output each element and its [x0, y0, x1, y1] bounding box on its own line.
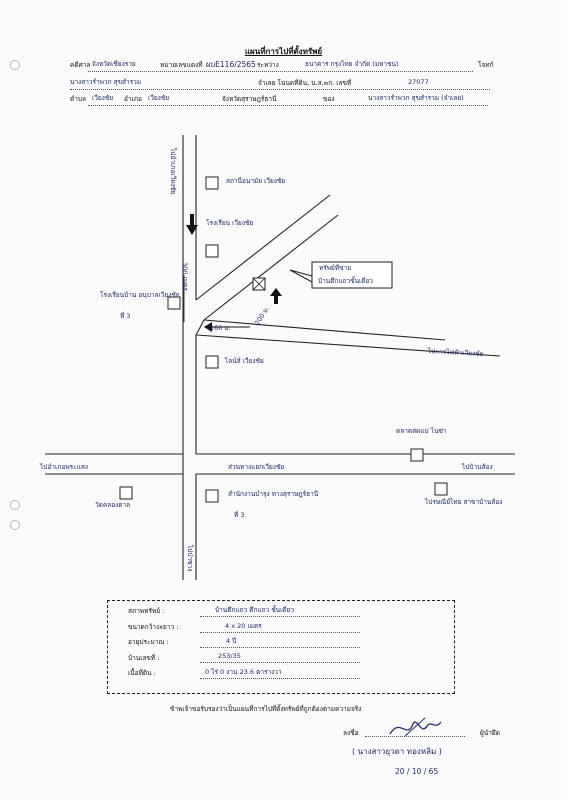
road-vertical-label: ไปอำเภอเวียงชัย — [169, 148, 177, 195]
size-value: 4 x 20 เมตร — [225, 622, 262, 630]
owner2-label: ของ — [323, 95, 335, 103]
case-court: จังหวัดเชียงราย — [92, 60, 136, 68]
area-label: เนื้อที่ดิน : — [128, 669, 156, 677]
landmark-1: สถานีอนามัย เวียงชัย — [226, 177, 286, 185]
signer-name: ( นางสาวยุวดา ทองหลิม ) — [352, 747, 442, 756]
landmark-8: ไปรษณีย์ไทย สาขาบ้านส้อง — [425, 498, 503, 506]
down-arrow-icon — [186, 225, 198, 235]
landmark-4: ไลน์ส์ เวียงชัย — [225, 357, 264, 365]
road-right2-label: ไปบ้านส้อง — [462, 463, 493, 471]
road-vertical-bottom-label: ไปป่าซาง — [186, 545, 194, 572]
punch-hole — [10, 520, 20, 530]
sign-label: ลงชื่อ — [343, 729, 359, 737]
certify-text: ข้าพเจ้าขอรับรองว่าเป็นแผนที่การไปที่ตั้… — [170, 705, 362, 713]
size-label: ขนาดกว้างxยาว : — [128, 623, 179, 631]
up-arrow-icon — [270, 288, 282, 296]
property-callout — [311, 261, 393, 289]
punch-hole — [10, 60, 20, 70]
left-arrow-icon — [204, 322, 212, 332]
tambon: เวียงชัย — [92, 94, 114, 102]
landmark-5: ตลาดสดแม่ ไนซ่า — [396, 427, 447, 435]
case-no: ผบE116/2565 — [206, 60, 256, 69]
landmark-7: สำนักงานบำรุง ทางสุราษฎร์ธานี — [228, 490, 319, 498]
area-value: 0 ไร่ 0 งาน 23.6 ตารางวา — [205, 668, 282, 676]
landmark-6: วัดคลองตาล — [95, 501, 131, 509]
plaintiff-role: โจทก์ — [478, 61, 494, 69]
owner-label: จำเลย โฉนดที่ดิน, น.ส.๓ก. เลขที่ — [258, 79, 352, 87]
amphoe: เวียงชัย — [148, 94, 170, 102]
sign-role: ผู้นำยึด — [480, 729, 500, 737]
sign-date: 20 / 10 / 65 — [395, 767, 439, 776]
property-label: ทรัพย์ที่ขาย — [319, 264, 352, 272]
landmark-3: โรงเรียนบ้าน อนุบาลเวียงชัย — [100, 291, 180, 299]
document-title: แผนที่การไปที่ตั้งทรัพย์ — [244, 47, 323, 56]
defendant: นางสาวรำพวก สุขสำรวม — [70, 78, 142, 86]
owner2: นางสาวรำพวก สุขสำรวม (จำเลย) — [368, 94, 464, 102]
case-label: คดีศาล — [70, 61, 91, 69]
house-no-label: บ้านเลขที่ : — [128, 654, 160, 662]
age-value: 4 ปี — [226, 637, 237, 645]
landmark-7b: ที่ 3 — [234, 511, 245, 519]
property-details-box — [107, 600, 455, 694]
condition-label: สภาพทรัพย์ : — [128, 607, 165, 615]
deed-no: 27077 — [408, 78, 429, 86]
landmark-3b: ที่ 3 — [120, 312, 131, 320]
tambon-label: ตำบล — [70, 95, 86, 103]
road-mid-label: ส่วนทางแยกเวียงชัย — [228, 463, 285, 471]
punch-hole — [10, 500, 20, 510]
road-left-label: ไปอำเภอพระแสง — [40, 463, 88, 471]
plaintiff: ธนาคาร กรุงไทย จำกัด (มหาชน) — [305, 60, 399, 68]
landmark-2: โรงเรียน เวียงชัย — [206, 219, 254, 227]
age-label: อายุประมาณ : — [128, 638, 169, 646]
plaintiff-label: ระหว่าง — [257, 61, 279, 69]
signature — [389, 717, 442, 737]
case-no-label: หมายเลขแดงที่ — [160, 61, 203, 69]
dist-vertical-label: 300 เมตร — [181, 262, 189, 291]
province-label: จังหวัดสุราษฎร์ธานี — [222, 95, 277, 103]
condition-value: บ้านตึกแถว ตึกแถว ชั้นเดียว — [215, 606, 294, 614]
dist-horizontal-label: 160 ม. — [210, 324, 231, 332]
amphoe-label: อำเภอ — [124, 95, 142, 103]
house-no-value: 253/35 — [218, 652, 241, 660]
property-desc: บ้านตึกแถวชั้นเดียว — [318, 277, 373, 285]
